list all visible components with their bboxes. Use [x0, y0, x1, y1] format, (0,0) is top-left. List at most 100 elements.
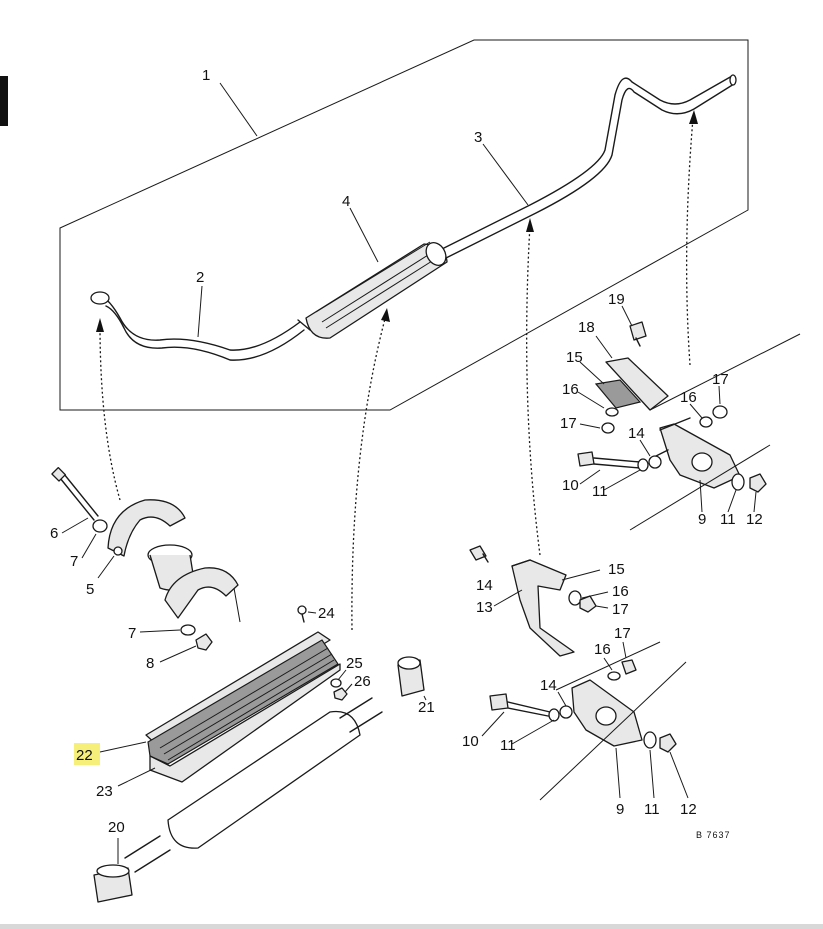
- system-panel: [59, 39, 749, 411]
- leader-15a: [579, 361, 605, 385]
- silencer: [297, 241, 448, 339]
- leader-2: [197, 285, 203, 338]
- label-14a: 14: [628, 425, 645, 442]
- label-7a: 7: [70, 553, 78, 570]
- label-17a: 17: [560, 415, 577, 432]
- bottom-border: [0, 924, 823, 929]
- bracket-9-lower: [571, 679, 643, 747]
- washer-16c: [568, 590, 582, 606]
- label-11c: 11: [500, 737, 516, 754]
- label-17c: 17: [612, 601, 629, 618]
- leader-15b: [561, 569, 601, 581]
- lower-ground-line-1: [539, 661, 687, 801]
- label-13: 13: [476, 599, 493, 616]
- nut-8: [195, 633, 213, 651]
- leader-7b: [139, 629, 181, 633]
- leader-10a: [579, 469, 601, 485]
- arrow-head-3: [526, 218, 534, 232]
- leader-22: [99, 741, 147, 753]
- label-11a: 11: [592, 483, 608, 500]
- leader-9a: [699, 479, 703, 513]
- washer-7: [180, 624, 196, 636]
- leader-14c: [557, 691, 567, 707]
- label-3: 3: [474, 129, 482, 146]
- page-edge-marker: [0, 76, 8, 126]
- leader-9b: [615, 747, 621, 799]
- washer-16a: [605, 407, 619, 417]
- leader-12b: [669, 751, 689, 799]
- label-10a: 10: [562, 477, 579, 494]
- leader-6: [61, 517, 89, 534]
- leader-16a: [577, 391, 605, 409]
- label-16c: 16: [612, 583, 629, 600]
- leader-17d: [622, 641, 627, 659]
- leader-12a: [753, 491, 757, 513]
- leader-16d: [603, 657, 613, 671]
- leader-25: [337, 669, 347, 681]
- label-6: 6: [50, 525, 58, 542]
- leader-1: [219, 82, 258, 137]
- label-16b: 16: [680, 389, 697, 406]
- bolt-14-lower: [469, 545, 489, 563]
- clamp-bolt: [51, 466, 108, 533]
- nut-12b: [659, 733, 677, 753]
- label-16a: 16: [562, 381, 579, 398]
- label-2: 2: [196, 269, 204, 286]
- label-21: 21: [418, 699, 435, 716]
- nut-12a: [749, 473, 767, 493]
- washer-11b: [731, 473, 745, 491]
- leader-16c: [581, 591, 609, 599]
- bush-21: [397, 656, 425, 697]
- washer-16b: [699, 416, 713, 428]
- leader-17b: [718, 385, 721, 405]
- leader-10b: [481, 711, 505, 737]
- leader-26: [344, 683, 353, 693]
- label-25: 25: [346, 655, 363, 672]
- leader-11c: [511, 719, 555, 745]
- leader-11a: [603, 469, 641, 491]
- label-24: 24: [318, 605, 335, 622]
- label-20: 20: [108, 819, 125, 836]
- label-23: 23: [96, 783, 113, 800]
- label-11d: 11: [644, 801, 660, 818]
- leader-11d: [649, 749, 655, 799]
- rubber-mounting-upper: [594, 321, 669, 411]
- drawing-reference: B 7637: [696, 830, 731, 840]
- washer-17b: [712, 405, 728, 419]
- arrow-head-2: [381, 308, 390, 322]
- leader-3: [482, 143, 529, 206]
- lower-ground-line-2: [555, 641, 661, 691]
- arrow-head-1: [96, 318, 104, 332]
- nut-26: [333, 687, 348, 701]
- label-19: 19: [608, 291, 625, 308]
- washer-11d: [643, 731, 657, 749]
- leader-16b: [689, 403, 703, 419]
- washer-17a: [601, 422, 615, 434]
- clamp-lower: [164, 567, 241, 623]
- leader-4: [349, 207, 379, 263]
- washer-16d: [607, 671, 621, 681]
- label-12b: 12: [680, 801, 697, 818]
- label-1: 1: [202, 67, 210, 84]
- label-10b: 10: [462, 733, 479, 750]
- arrow-front-clamp: [99, 324, 121, 501]
- lower-silencer: [124, 697, 383, 873]
- leader-19: [621, 305, 633, 327]
- strap-assembly: [145, 631, 341, 783]
- label-18: 18: [578, 319, 595, 336]
- label-22-highlight: [74, 743, 100, 765]
- washer-25: [330, 678, 342, 688]
- leader-18: [595, 335, 613, 359]
- label-16d: 16: [594, 641, 611, 658]
- bush-20: [93, 864, 133, 903]
- label-17d: 17: [614, 625, 631, 642]
- leader-17a: [579, 423, 601, 429]
- tail-pipe: [439, 74, 737, 259]
- label-4: 4: [342, 193, 350, 210]
- label-14b: 14: [476, 577, 493, 594]
- leader-7a: [81, 533, 97, 559]
- leader-14a: [639, 439, 651, 457]
- pipe-sleeve: [147, 544, 195, 591]
- arrow-bracket-mid: [526, 224, 541, 556]
